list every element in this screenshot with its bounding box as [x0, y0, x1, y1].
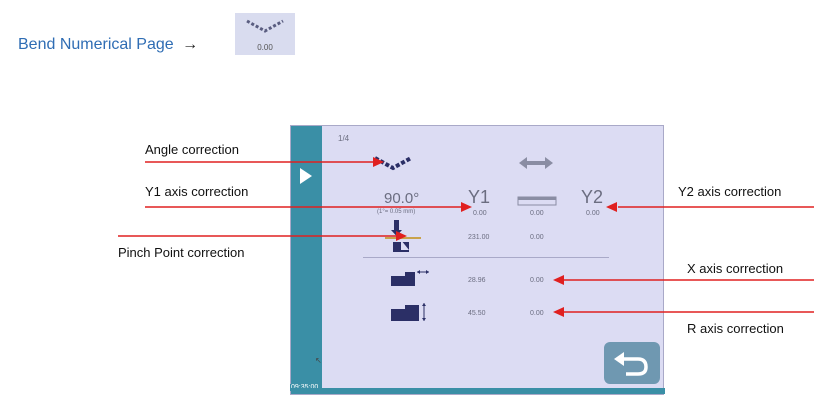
- bottom-bar: [291, 388, 665, 394]
- bend-numerical-screen: 09:35:00 1/4 90.0° (1°= 0.05 mm) Y1 0.00…: [290, 125, 665, 395]
- left-sidebar: [291, 126, 322, 388]
- bend-angle-icon: [246, 19, 284, 33]
- r-value-2[interactable]: 0.00: [530, 310, 544, 317]
- y1-label: Y1: [468, 187, 491, 207]
- x-value-2[interactable]: 0.00: [530, 277, 544, 284]
- pinch-arrowhead: [396, 231, 407, 241]
- x-value-1[interactable]: 28.96: [468, 277, 486, 284]
- y2-value[interactable]: 0.00: [586, 210, 600, 217]
- page-heading: Bend Numerical Page →: [18, 36, 198, 54]
- y2-arrowhead: [606, 202, 617, 212]
- r-axis-icon: [391, 303, 426, 321]
- y1-value[interactable]: 0.00: [473, 210, 487, 217]
- angle-correction-label: Angle correction: [145, 142, 239, 157]
- x-correction-label: X axis correction: [687, 261, 784, 276]
- back-button[interactable]: [604, 342, 660, 384]
- y1-correction-label: Y1 axis correction: [145, 184, 249, 199]
- center-value[interactable]: 0.00: [530, 210, 544, 217]
- thumbnail-value: 0.00: [257, 43, 273, 52]
- angle-hint: (1°= 0.05 mm): [377, 209, 416, 215]
- page-indicator: 1/4: [338, 134, 350, 143]
- y2-label: Y2: [581, 187, 604, 207]
- r-correction-label: R axis correction: [687, 321, 784, 336]
- play-icon[interactable]: [300, 168, 312, 184]
- cursor-icon: ↖: [315, 356, 322, 365]
- x-arrowhead: [553, 275, 564, 285]
- angle-arrowhead: [373, 157, 384, 167]
- heading-arrow: →: [182, 36, 199, 53]
- divider: [363, 257, 609, 258]
- pinch-value-2[interactable]: 0.00: [530, 234, 544, 241]
- y1-arrowhead: [461, 202, 472, 212]
- clock: 09:35:00: [290, 384, 320, 391]
- r-arrowhead: [553, 307, 564, 317]
- undo-arrow-icon: [614, 352, 648, 376]
- heading-text: Bend Numerical Page: [18, 36, 174, 53]
- r-value-1[interactable]: 45.50: [468, 310, 486, 317]
- crowning-icon: [517, 196, 557, 206]
- bend-numerical-thumbnail[interactable]: 0.00: [235, 13, 295, 55]
- x-axis-icon: [391, 270, 429, 286]
- y2-correction-label: Y2 axis correction: [678, 184, 782, 199]
- pinch-point-icon: [385, 220, 421, 252]
- angle-value[interactable]: 90.0°: [384, 190, 420, 207]
- double-arrow-icon[interactable]: [519, 156, 553, 170]
- pinch-value-1[interactable]: 231.00: [468, 234, 490, 241]
- pinch-correction-label: Pinch Point correction: [118, 245, 245, 260]
